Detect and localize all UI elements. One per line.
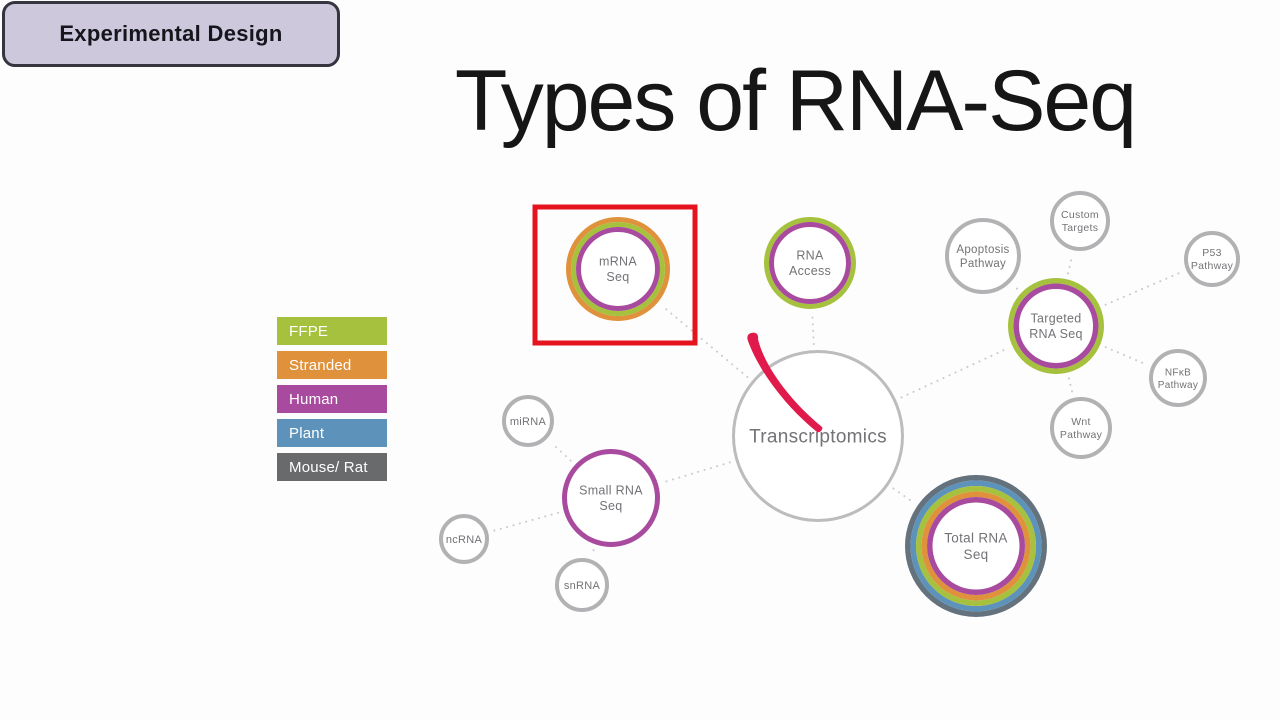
edge-targeted-rna-seq--p53-pathway [1104, 271, 1182, 306]
node-ring-purple [576, 227, 660, 311]
node-ring-ring [1050, 191, 1110, 251]
edge-transcriptomics--mrna-seq [661, 305, 749, 379]
node-label: ncRNA [446, 534, 483, 546]
node-ring-purple [562, 449, 660, 547]
node-label: miRNA [510, 416, 547, 428]
legend-item-label: Stranded [289, 356, 352, 374]
node-ring-green [916, 486, 1036, 606]
edge-targeted-rna-seq--wnt-pathway [1067, 377, 1074, 394]
edge-targeted-rna-seq--apoptosis-pathway [1013, 285, 1019, 290]
node-ring-ring [439, 514, 489, 564]
node-ring-ring [1184, 231, 1240, 287]
node-body [1149, 349, 1207, 407]
highlight-box-mrna-seq [532, 204, 698, 346]
edge-transcriptomics--targeted-rna-seq [900, 347, 1008, 399]
node-ring-purple [1013, 283, 1099, 369]
node-body [1050, 397, 1112, 459]
node-ring-green [1008, 278, 1104, 374]
node-ring-green [764, 217, 856, 309]
node-ring-orange [921, 491, 1031, 601]
node-snrna: snRNA [555, 558, 609, 612]
node-body [945, 218, 1021, 294]
red-annotations [532, 204, 823, 433]
slide-title: Types of RNA-Seq [454, 53, 1137, 149]
edge-small-rna-seq--snrna [591, 549, 595, 555]
connector-edges [492, 255, 1182, 555]
node-label: Transcriptomics [749, 427, 887, 448]
node-ring-ring [1149, 349, 1207, 407]
node-ring-ring [1050, 397, 1112, 459]
legend-item-mouse-rat: Mouse/ Rat [277, 453, 387, 481]
legend-item-label: Human [289, 390, 339, 408]
node-ring-ring [945, 218, 1021, 294]
node-body [562, 449, 660, 547]
legend-item-human: Human [277, 385, 387, 413]
edge-small-rna-seq--mirna [550, 441, 572, 462]
node-body [764, 217, 856, 309]
edge-targeted-rna-seq--custom-targets [1067, 255, 1073, 275]
node-ring-slate [905, 475, 1047, 617]
legend-item-ffpe: FFPE [277, 317, 387, 345]
edge-targeted-rna-seq--nfkb-pathway [1104, 346, 1147, 366]
node-body [1008, 278, 1104, 374]
node-ring-orange [566, 217, 670, 321]
node-body [502, 395, 554, 447]
node-body [1184, 231, 1240, 287]
node-ring-ring [555, 558, 609, 612]
node-ring-purple [769, 222, 851, 304]
node-ncrna: ncRNA [439, 514, 489, 564]
node-mirna: miRNA [502, 395, 554, 447]
node-body [566, 217, 670, 321]
edge-small-rna-seq--ncrna [492, 511, 560, 532]
node-body [439, 514, 489, 564]
node-body [555, 558, 609, 612]
legend-item-label: FFPE [289, 322, 329, 340]
node-ring-ringThin [732, 350, 904, 522]
legend-item-plant: Plant [277, 419, 387, 447]
edge-transcriptomics--small-rna-seq [662, 461, 731, 484]
node-transcriptomics: Transcriptomics [732, 350, 904, 522]
node-label: snRNA [564, 580, 601, 592]
edge-transcriptomics--total-rna-seq [892, 487, 914, 504]
node-body [1050, 191, 1110, 251]
pen-stroke-annotation [747, 332, 823, 433]
node-ring-green [571, 222, 665, 316]
node-body [732, 350, 904, 522]
experimental-design-badge: Experimental Design [2, 1, 340, 67]
legend-item-label: Mouse/ Rat [289, 458, 368, 476]
legend-item-stranded: Stranded [277, 351, 387, 379]
edge-transcriptomics--rna-access [811, 313, 815, 346]
node-ring-purple [927, 497, 1025, 595]
node-ring-ring [502, 395, 554, 447]
node-ring-blue [910, 480, 1042, 612]
badge-label: Experimental Design [59, 21, 283, 46]
legend-item-label: Plant [289, 424, 325, 442]
